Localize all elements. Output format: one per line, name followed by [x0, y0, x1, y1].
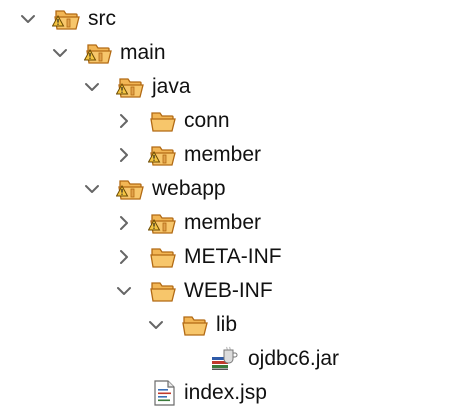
tree-node-webapp-member[interactable]: member: [0, 206, 462, 240]
package-folder-warning-icon: [148, 146, 176, 166]
tree-node-label: member: [184, 143, 262, 166]
chevron-right-icon[interactable]: [116, 249, 132, 265]
tree-node-conn[interactable]: conn: [0, 104, 462, 138]
package-folder-warning-icon: [148, 214, 176, 234]
package-folder-warning-icon: [116, 180, 144, 200]
tree-node-label: webapp: [152, 177, 226, 200]
folder-icon: [150, 112, 176, 132]
chevron-down-icon[interactable]: [52, 45, 68, 61]
tree-node-label: lib: [216, 313, 238, 336]
tree-node-java[interactable]: java: [0, 70, 462, 104]
tree-node-label: WEB-INF: [184, 279, 273, 302]
tree-node-lib[interactable]: lib: [0, 308, 462, 342]
tree-node-main[interactable]: main: [0, 36, 462, 70]
chevron-right-icon[interactable]: [116, 147, 132, 163]
jar-file-icon: [212, 346, 238, 370]
tree-node-web-inf[interactable]: WEB-INF: [0, 274, 462, 308]
tree-node-webapp[interactable]: webapp: [0, 172, 462, 206]
chevron-down-icon[interactable]: [84, 181, 100, 197]
chevron-right-icon[interactable]: [116, 215, 132, 231]
tree-node-label: conn: [184, 109, 230, 132]
tree-node-meta-inf[interactable]: META-INF: [0, 240, 462, 274]
jsp-file-icon: [154, 380, 175, 406]
folder-icon: [182, 316, 208, 336]
tree-node-ojdbc6-jar[interactable]: ojdbc6.jar: [0, 342, 462, 376]
tree-node-index-jsp[interactable]: index.jsp: [0, 376, 462, 410]
chevron-right-icon[interactable]: [116, 113, 132, 129]
chevron-down-icon[interactable]: [148, 317, 164, 333]
folder-icon: [150, 282, 176, 302]
package-folder-warning-icon: [116, 78, 144, 98]
tree-node-java-member[interactable]: member: [0, 138, 462, 172]
package-folder-warning-icon: [52, 10, 80, 30]
tree-node-label: ojdbc6.jar: [248, 347, 340, 370]
tree-node-label: index.jsp: [184, 381, 267, 404]
chevron-down-icon[interactable]: [20, 11, 36, 27]
tree-node-label: main: [120, 41, 166, 64]
package-folder-warning-icon: [84, 44, 112, 64]
tree-node-src[interactable]: src: [0, 2, 462, 36]
tree-node-label: member: [184, 211, 262, 234]
chevron-down-icon[interactable]: [116, 283, 132, 299]
tree-node-label: META-INF: [184, 245, 282, 268]
folder-icon: [150, 248, 176, 268]
tree-node-label: src: [88, 7, 116, 30]
tree-node-label: java: [152, 75, 191, 98]
chevron-down-icon[interactable]: [84, 79, 100, 95]
